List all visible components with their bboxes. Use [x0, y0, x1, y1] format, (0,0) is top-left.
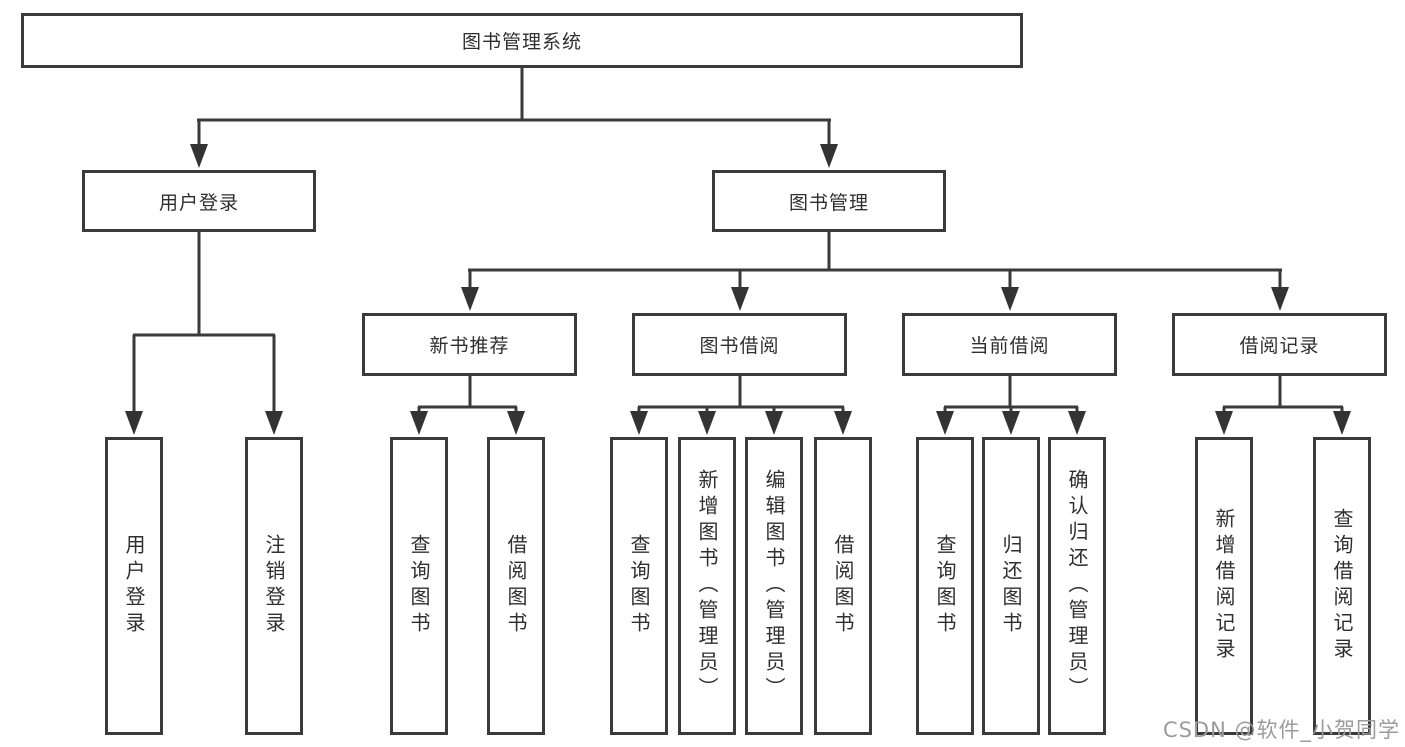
leaf-borrow-books-recommend: 借阅图书	[487, 437, 545, 735]
leaf-return-books: 归还图书	[982, 437, 1040, 735]
node-book-management: 图书管理	[712, 170, 946, 232]
leaf-logout-login: 注销登录	[245, 437, 303, 735]
node-user-login: 用户登录	[82, 170, 316, 232]
leaf-search-books-borrowing: 查询图书	[610, 437, 668, 735]
leaf-edit-book-admin: 编辑图书（管理员）	[745, 437, 803, 735]
leaf-add-book-admin: 新增图书（管理员）	[678, 437, 736, 735]
leaf-add-borrow-record: 新增借阅记录	[1195, 437, 1253, 735]
leaf-user-login: 用户登录	[105, 437, 163, 735]
leaf-confirm-return-admin: 确认归还（管理员）	[1048, 437, 1106, 735]
node-book-borrowing: 图书借阅	[632, 313, 847, 376]
leaf-search-borrow-record: 查询借阅记录	[1313, 437, 1371, 735]
node-borrowing-records: 借阅记录	[1172, 313, 1387, 376]
leaf-borrow-books-borrowing: 借阅图书	[814, 437, 872, 735]
node-new-book-recommendation: 新书推荐	[362, 313, 577, 376]
leaf-search-books-recommend: 查询图书	[390, 437, 448, 735]
node-library-management-system: 图书管理系统	[21, 13, 1023, 68]
csdn-watermark: CSDN @软件_小贺同学	[1162, 718, 1400, 742]
leaf-search-books-current: 查询图书	[916, 437, 974, 735]
node-current-borrowing: 当前借阅	[902, 313, 1117, 376]
